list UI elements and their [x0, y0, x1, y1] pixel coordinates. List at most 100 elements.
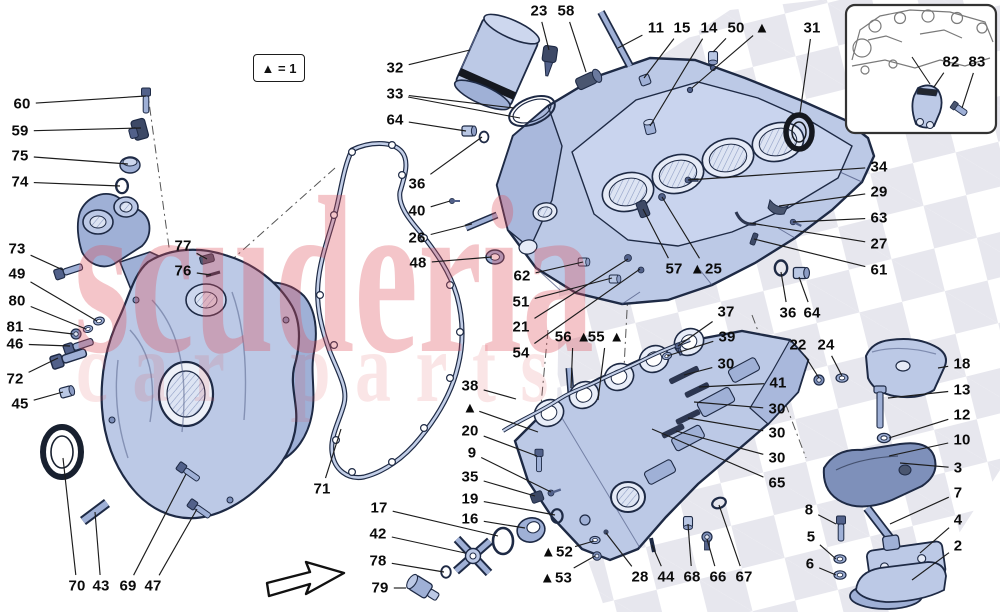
leader-line-28-71	[605, 532, 633, 567]
callout-label-33-19: 33	[386, 85, 404, 103]
callout-label-21-27: 21	[512, 318, 530, 336]
leader-line-22-44	[804, 355, 820, 379]
callout-label-6-56: 6	[805, 555, 815, 573]
leader-line-78-85	[391, 562, 445, 573]
callout-label-78-85: 78	[369, 552, 387, 570]
callout-label-76-17: 76	[174, 262, 192, 280]
callout-label-51-26: 51	[512, 293, 530, 311]
leader-line-26-23	[430, 223, 473, 236]
callout-label-3-50: 3	[953, 459, 963, 477]
leader-line-17-83	[392, 510, 499, 537]
leader-line-30-61	[683, 367, 713, 376]
callout-label-64-20: 64	[386, 111, 404, 129]
callout-label-65-66: 65	[768, 474, 786, 492]
leader-line-48-24	[431, 256, 493, 263]
legend-box: ▲ = 1	[253, 54, 305, 82]
callout-label-50-34: 50	[727, 19, 745, 37]
leader-line-29-38	[778, 193, 866, 207]
callout-label-25-68: ▲25	[689, 260, 723, 278]
callout-label-34-37: 34	[870, 158, 888, 176]
callout-label-5-55: 5	[806, 528, 816, 546]
callout-label-83-88: 83	[968, 53, 986, 71]
callout-label-60-0: 60	[13, 95, 31, 113]
callout-label-72-9: 72	[6, 370, 24, 388]
leader-line-62-25	[535, 261, 584, 274]
leader-line-55-58	[597, 347, 606, 401]
inset-bracket-82	[911, 84, 943, 129]
callout-label-26-23: 26	[408, 229, 426, 247]
callout-label-30-65: 30	[768, 449, 786, 467]
leader-line-12-48	[888, 418, 949, 439]
leader-line-64-20	[408, 121, 467, 132]
upper-crankcase	[495, 56, 876, 306]
callout-label-36-42: 36	[779, 304, 797, 322]
callout-label-18-46: 18	[953, 355, 971, 373]
leader-line-80-6	[30, 305, 87, 330]
leader-line-38-76	[483, 389, 517, 400]
leader-line-tri-35	[691, 35, 754, 89]
leader-line-70-11	[62, 457, 77, 576]
callout-label-30-64: 30	[768, 424, 786, 442]
callout-label-24-45: 24	[817, 336, 835, 354]
leader-line-74-3	[33, 182, 121, 187]
leader-line-69-13	[133, 473, 187, 576]
leader-line-10-49	[888, 442, 949, 457]
callout-label-79-86: 79	[371, 579, 389, 597]
callout-label-61-41: 61	[870, 261, 888, 279]
leader-line-51-26	[534, 277, 613, 299]
callout-label-13-47: 13	[953, 381, 971, 399]
leader-line-34-37	[687, 167, 866, 181]
leader-line-52-69	[574, 540, 595, 548]
callout-label-17-83: 17	[370, 499, 388, 517]
leader-line-61-41	[753, 238, 866, 268]
callout-label-54-28: 54	[512, 344, 530, 362]
leader-line-53-70	[573, 555, 596, 569]
leader-line-9-79	[480, 456, 552, 493]
leader-line-19-81	[483, 501, 556, 516]
leader-line-18-46	[937, 365, 949, 369]
leader-line-68-73	[687, 523, 692, 567]
leader-line-8-54	[817, 514, 837, 525]
callout-label-47-14: 47	[144, 577, 162, 595]
callout-label-77-16: 77	[174, 237, 192, 255]
leader-line-39-60	[666, 340, 714, 357]
callout-label-7-51: 7	[953, 484, 963, 502]
callout-label-40-22: 40	[408, 202, 426, 220]
leader-line-31-36	[799, 38, 811, 114]
callout-label-10-49: 10	[953, 431, 971, 449]
leader-line-72-9	[28, 357, 59, 373]
callout-label-30-63: 30	[768, 400, 786, 418]
inset-bolt-83	[949, 100, 968, 116]
callout-label-73-4: 73	[8, 240, 26, 258]
callout-label-8-54: 8	[804, 501, 814, 519]
leader-line-65-66	[651, 428, 764, 478]
leader-line-14-33	[649, 38, 704, 127]
callout-label-23-29: 23	[530, 2, 548, 20]
callout-label-69-13: 69	[119, 577, 137, 595]
callout-label-44-72: 44	[657, 568, 675, 586]
leader-line-71-15	[324, 428, 342, 479]
callout-label-15-32: 15	[673, 19, 691, 37]
callout-label-29-38: 29	[870, 183, 888, 201]
callout-label-14-33: 14	[700, 19, 718, 37]
callout-label-30-61: 30	[717, 355, 735, 373]
leader-line-tri-77	[479, 410, 539, 433]
callout-label-82-87: 82	[942, 53, 960, 71]
leader-line-56-57	[570, 347, 574, 389]
callout-label-45-10: 45	[11, 395, 29, 413]
leader-line-67-75	[718, 504, 741, 567]
leader-line-5-55	[819, 544, 837, 560]
leader-line-47-14	[158, 508, 198, 576]
leader-line-44-72	[651, 544, 662, 567]
timing-cover-gasket	[315, 141, 465, 481]
leader-line-59-1	[33, 127, 142, 132]
leader-line-32-18	[408, 49, 471, 66]
leader-line-42-84	[391, 536, 466, 554]
leader-line-77-16	[196, 252, 208, 260]
leader-line-23-29	[541, 21, 550, 51]
pump-drive-spider	[453, 535, 493, 577]
leader-line-60-0	[35, 95, 147, 104]
callout-label-28-71: 28	[631, 568, 649, 586]
timing-covers	[76, 193, 317, 520]
